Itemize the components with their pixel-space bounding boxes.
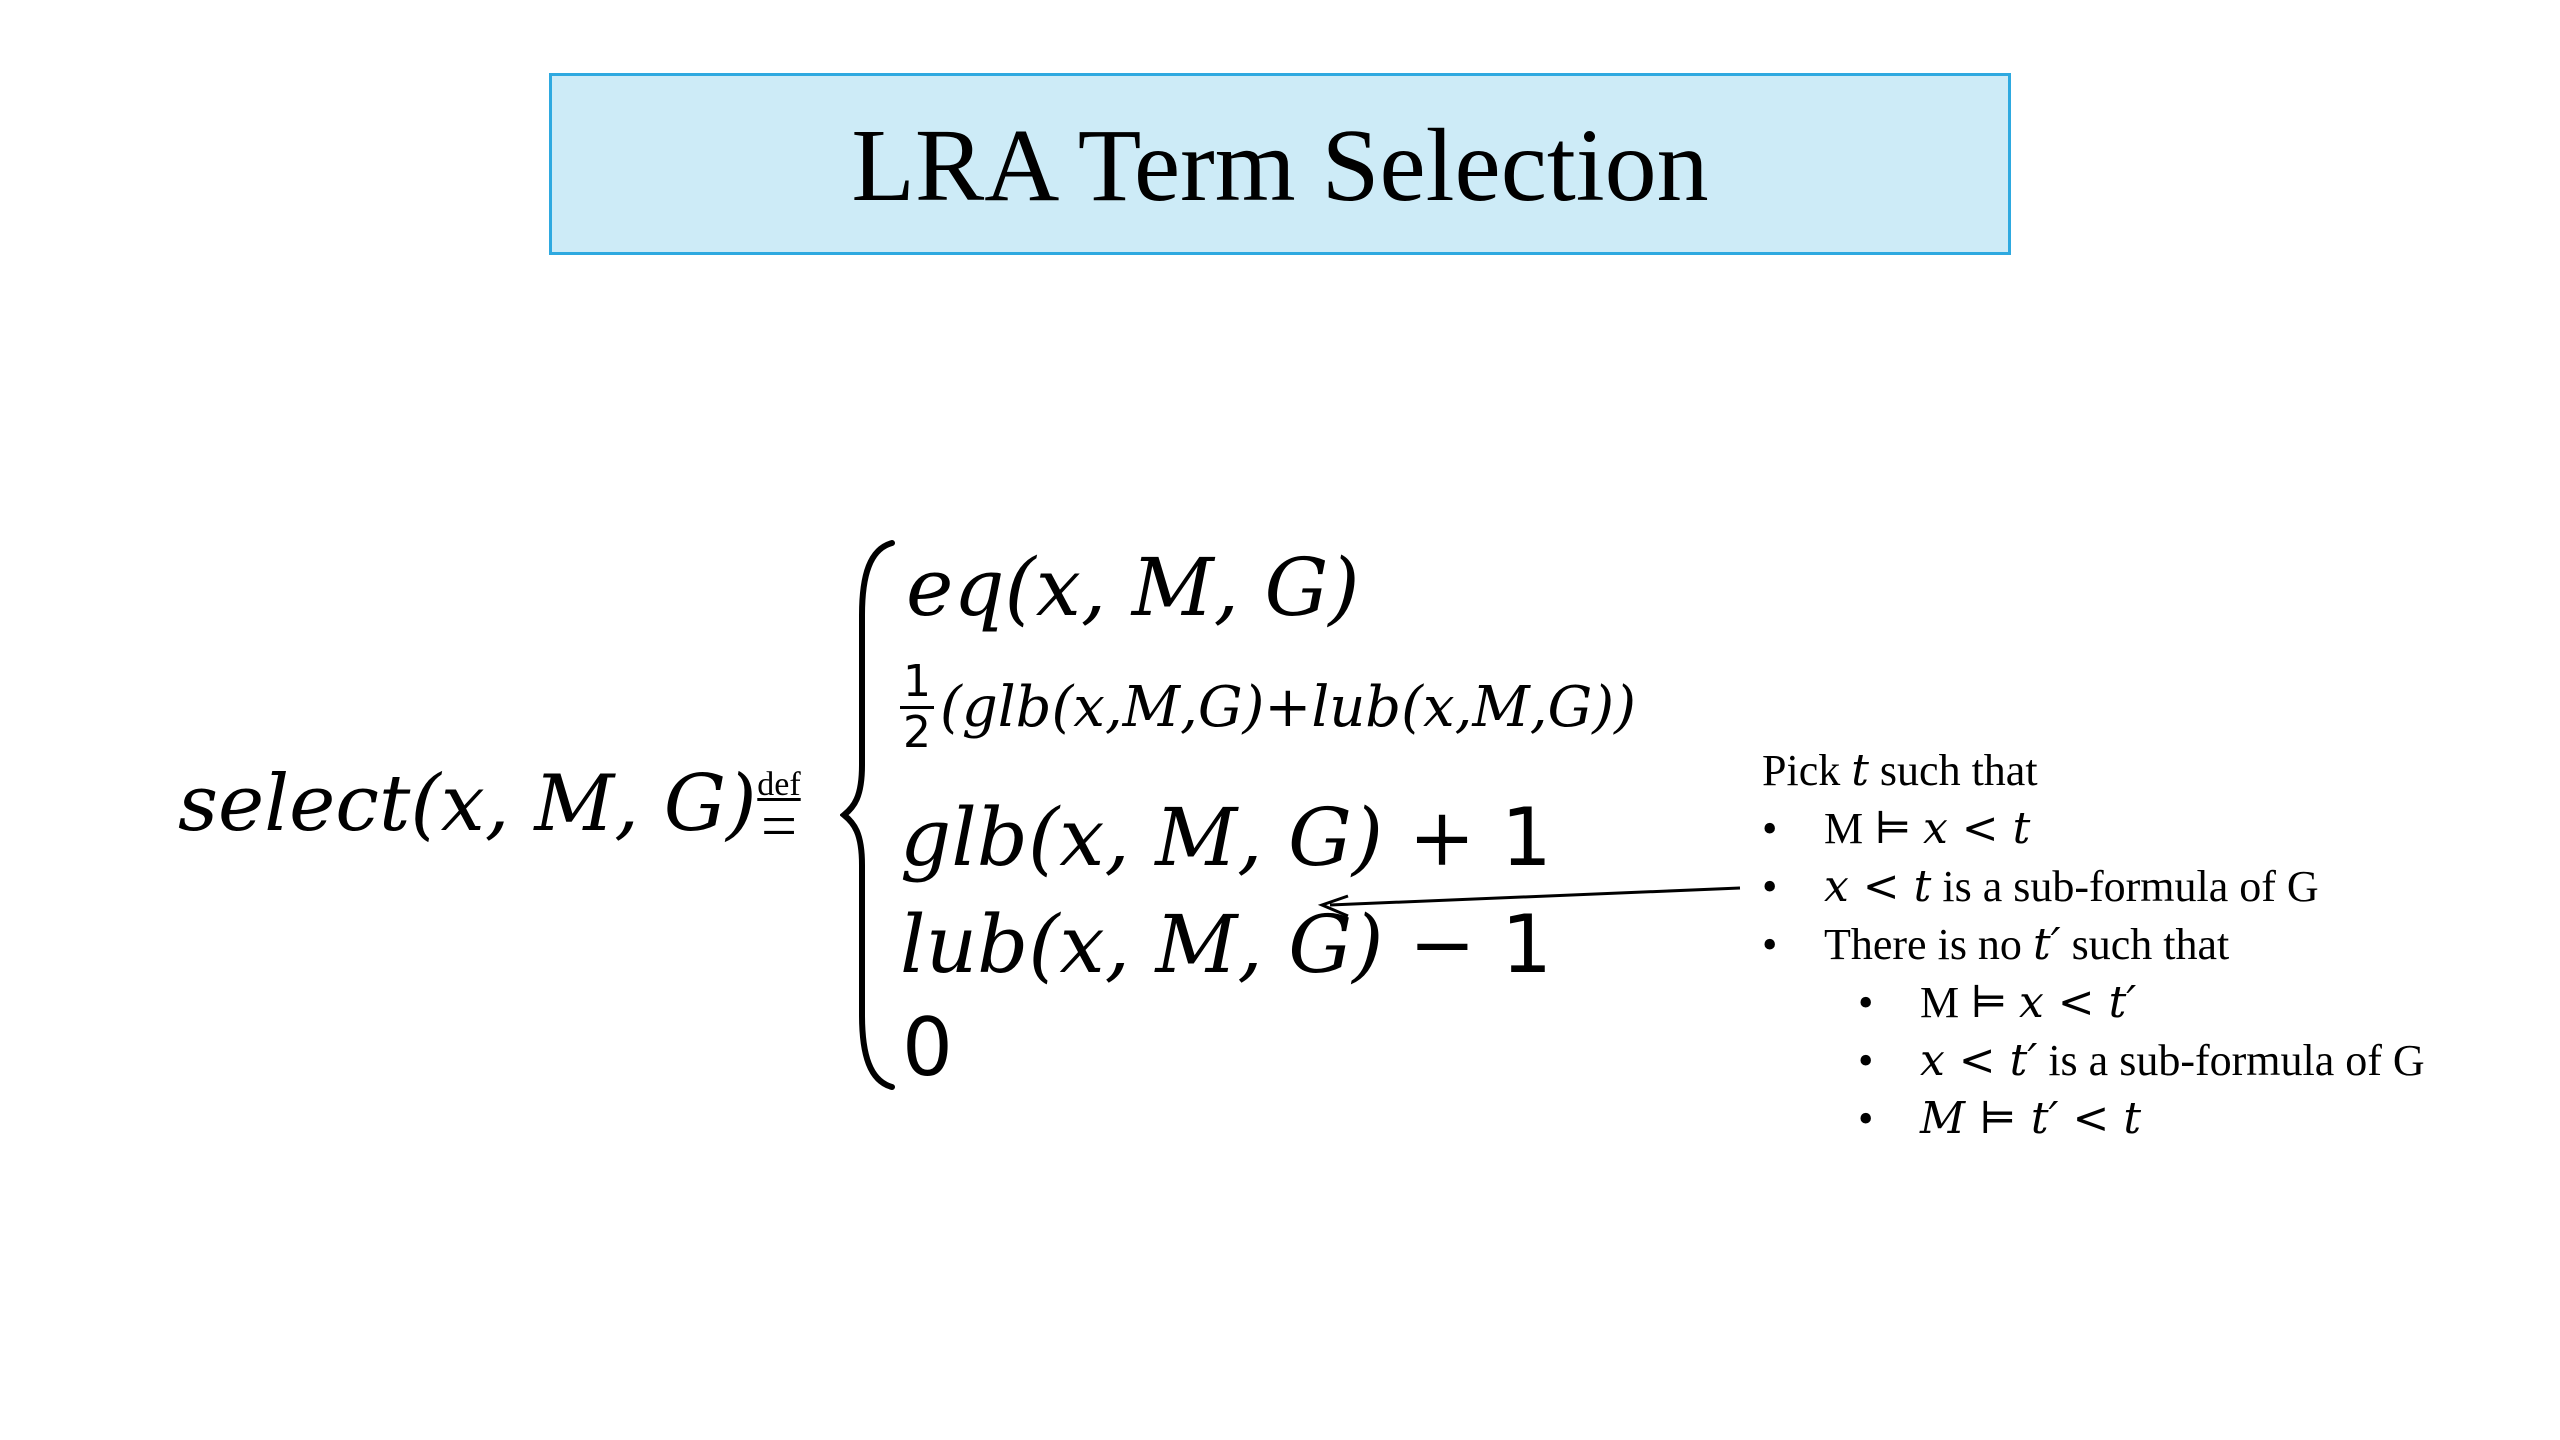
- select-function-lhs: select(x, M, G): [178, 759, 757, 849]
- annotation-intro-var: t: [1851, 745, 1869, 796]
- lub-constant: 1: [1501, 898, 1553, 991]
- list-item: • M ⊨ x < t: [1762, 800, 2038, 858]
- glb-constant: 1: [1500, 791, 1552, 884]
- bullet-icon: •: [1858, 1094, 1874, 1143]
- case-eq: eq(x, M, G): [906, 541, 1360, 634]
- left-curly-brace: [840, 540, 895, 1090]
- sub-list-item: • M ⊨ x < t′: [1762, 974, 2136, 1032]
- def-label: def: [757, 766, 801, 803]
- annotation-intro: Pick t such that: [1762, 742, 2038, 800]
- item-pre: M ⊨: [1824, 804, 1923, 853]
- subitem-pre: M ⊨: [1920, 978, 2019, 1027]
- slide-title: LRA Term Selection: [851, 108, 1709, 223]
- item-post: such that: [2060, 920, 2230, 969]
- glb-expression: glb(x, M, G) +: [900, 791, 1501, 884]
- subitem-math: M ⊨ t′ < t: [1920, 1093, 2142, 1144]
- def-equals-symbol: def =: [748, 766, 810, 861]
- bullet-icon: •: [1762, 920, 1778, 969]
- item-math: x < t: [1922, 803, 2031, 854]
- item-post: is a sub-formula of G: [1931, 862, 2319, 911]
- def-equals-sign: =: [760, 790, 798, 861]
- one-half-fraction: 1 2: [900, 660, 934, 755]
- case-lub-minus-one: lub(x, M, G) − 1: [900, 905, 1552, 985]
- bullet-icon: •: [1762, 862, 1778, 911]
- midpoint-expression: (glb(x,M,G)+lub(x,M,G)): [940, 674, 1636, 740]
- annotation-intro-pre: Pick: [1762, 746, 1852, 795]
- list-item: • There is no t′ such that: [1762, 916, 2229, 974]
- fraction-denominator: 2: [903, 707, 931, 758]
- subitem-math: x < t′: [2018, 977, 2137, 1028]
- title-box: LRA Term Selection: [549, 73, 2011, 255]
- list-item: • x < t is a sub-formula of G: [1762, 858, 2319, 916]
- subitem-post: is a sub-formula of G: [2037, 1036, 2425, 1085]
- lub-expression: lub(x, M, G) −: [900, 898, 1502, 991]
- annotation-block: Pick t such that • M ⊨ x < t • x < t is …: [1762, 742, 2425, 1148]
- bullet-icon: •: [1762, 804, 1778, 853]
- annotation-intro-post: such that: [1868, 746, 2038, 795]
- case-midpoint: 1 2 (glb(x,M,G)+lub(x,M,G)): [900, 660, 1636, 755]
- fraction-bar: [900, 706, 934, 709]
- item-math: t′: [2032, 919, 2061, 970]
- case-zero: 0: [902, 1001, 953, 1094]
- fraction-numerator: 1: [903, 656, 931, 707]
- item-math: x < t: [1824, 861, 1932, 912]
- bullet-icon: •: [1858, 978, 1874, 1027]
- bullet-icon: •: [1858, 1036, 1874, 1085]
- subitem-math: x < t′: [1920, 1035, 2038, 1086]
- sub-list-item: • x < t′ is a sub-formula of G: [1762, 1032, 2425, 1090]
- sub-list-item: • M ⊨ t′ < t: [1762, 1090, 2141, 1148]
- item-pre: There is no: [1824, 920, 2033, 969]
- case-glb-plus-one: glb(x, M, G) + 1: [900, 798, 1552, 878]
